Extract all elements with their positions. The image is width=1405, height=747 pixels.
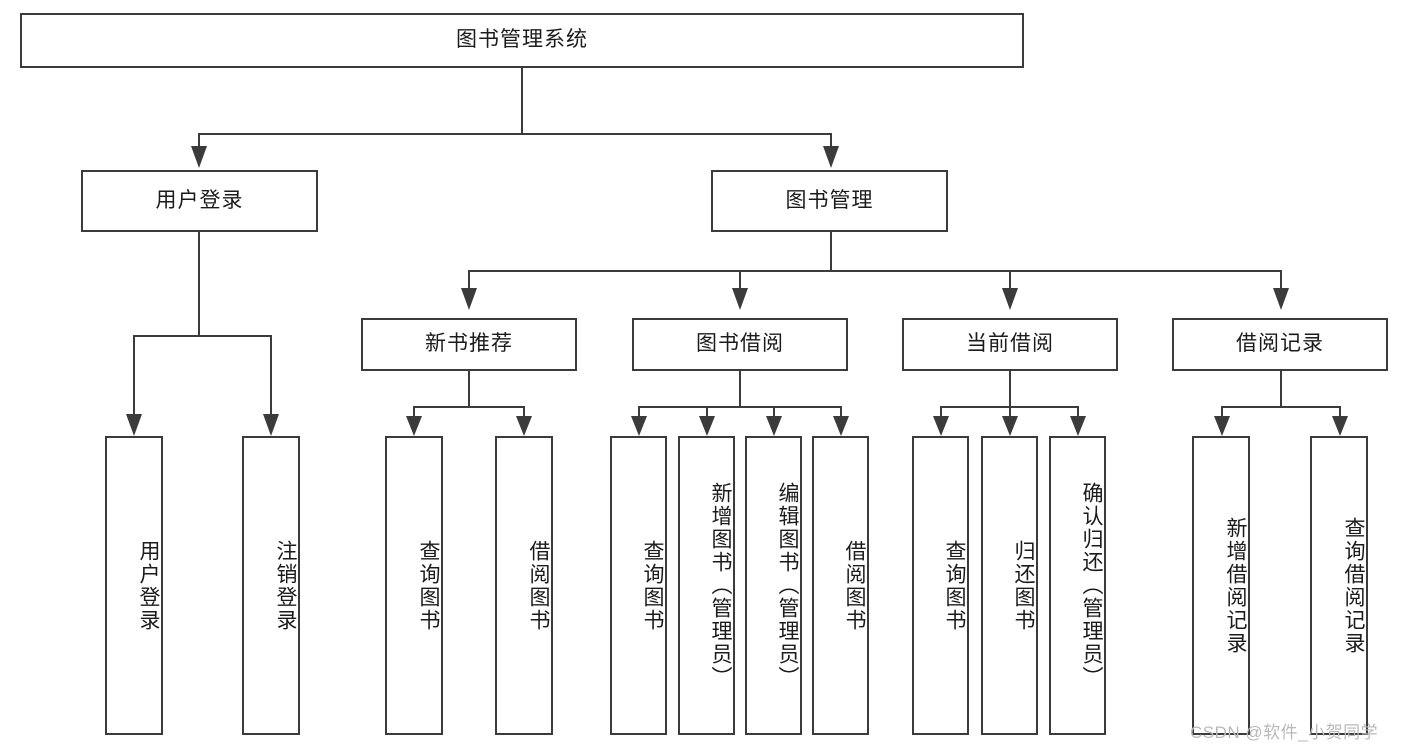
arrowhead-leaf-query-book-3 — [933, 416, 949, 436]
arrowhead-leaf-borrow-book-2 — [833, 416, 849, 436]
node-book-borrow[interactable]: 图书借阅 — [632, 318, 848, 371]
node-new-book-recommend-label: 新书推荐 — [425, 332, 513, 356]
arrowhead-leaf-add-record — [1214, 416, 1230, 436]
node-leaf-confirm-return[interactable]: 确认归还（管理员） — [1049, 436, 1106, 735]
arrowhead-user-login — [191, 146, 207, 168]
node-user-login-label: 用户登录 — [155, 188, 244, 212]
node-new-book-recommend[interactable]: 新书推荐 — [361, 318, 577, 371]
edge-book-manage-fanbar — [468, 270, 1282, 272]
arrowhead-borrow-record — [1273, 288, 1289, 310]
node-borrow-record-label: 借阅记录 — [1236, 332, 1324, 356]
node-root[interactable]: 图书管理系统 — [20, 13, 1024, 68]
edge-user-login-stem — [198, 232, 200, 336]
arrowhead-leaf-query-record — [1332, 416, 1348, 436]
node-leaf-return-book[interactable]: 归还图书 — [981, 436, 1038, 735]
edge-bb-branch-2 — [706, 406, 708, 420]
node-leaf-query-book-3[interactable]: 查询图书 — [912, 436, 969, 735]
arrowhead-leaf-add-book — [699, 416, 715, 436]
node-leaf-borrow-book-1-label: 借阅图书 — [527, 539, 550, 632]
node-leaf-query-book-2[interactable]: 查询图书 — [610, 436, 667, 735]
node-leaf-add-book[interactable]: 新增图书（管理员） — [678, 436, 735, 735]
edge-nbr-branch-1 — [413, 406, 415, 420]
edge-book-manage-branch-3 — [1009, 270, 1011, 292]
edge-root-stem — [521, 68, 523, 134]
node-leaf-add-book-label: 新增图书（管理员） — [709, 482, 732, 689]
node-book-manage-label: 图书管理 — [785, 188, 874, 212]
node-borrow-record[interactable]: 借阅记录 — [1172, 318, 1388, 371]
edge-book-manage-branch-4 — [1280, 270, 1282, 292]
arrowhead-leaf-confirm-return — [1070, 416, 1086, 436]
node-leaf-edit-book[interactable]: 编辑图书（管理员） — [745, 436, 802, 735]
arrowhead-leaf-user-login — [126, 414, 142, 436]
node-leaf-user-logout[interactable]: 注销登录 — [242, 436, 300, 735]
node-book-manage[interactable]: 图书管理 — [711, 170, 948, 232]
edge-book-manage-branch-2 — [739, 270, 741, 292]
edge-user-login-branch-2 — [270, 335, 272, 420]
node-leaf-user-login[interactable]: 用户登录 — [105, 436, 163, 735]
arrowhead-current-borrow — [1002, 288, 1018, 310]
edge-cb-branch-2 — [1009, 406, 1011, 420]
node-leaf-user-login-label: 用户登录 — [137, 539, 160, 632]
node-leaf-query-book-1-label: 查询图书 — [417, 539, 440, 632]
node-leaf-borrow-book-2[interactable]: 借阅图书 — [812, 436, 869, 735]
node-user-login[interactable]: 用户登录 — [81, 170, 318, 232]
edge-bb-branch-1 — [638, 406, 640, 420]
node-leaf-return-book-label: 归还图书 — [1012, 539, 1035, 632]
arrowhead-leaf-user-logout — [263, 414, 279, 436]
edge-br-branch-2 — [1339, 406, 1341, 420]
node-leaf-edit-book-label: 编辑图书（管理员） — [776, 482, 799, 689]
edge-nbr-branch-2 — [523, 406, 525, 420]
node-leaf-borrow-book-1[interactable]: 借阅图书 — [495, 436, 553, 735]
arrowhead-leaf-borrow-book-1 — [516, 416, 532, 436]
edge-new-book-recommend-fanbar — [413, 406, 524, 408]
node-leaf-query-record[interactable]: 查询借阅记录 — [1310, 436, 1368, 735]
arrowhead-leaf-edit-book — [766, 416, 782, 436]
edge-book-manage-stem — [830, 232, 832, 272]
edge-borrow-record-fanbar — [1221, 406, 1340, 408]
edge-new-book-recommend-stem — [468, 371, 470, 408]
edge-root-to-user-login — [198, 133, 200, 156]
node-leaf-query-record-label: 查询借阅记录 — [1342, 516, 1365, 655]
node-current-borrow-label: 当前借阅 — [966, 332, 1054, 356]
node-leaf-user-logout-label: 注销登录 — [274, 539, 297, 632]
arrowhead-leaf-query-book-2 — [631, 416, 647, 436]
node-root-label: 图书管理系统 — [456, 28, 588, 52]
arrowhead-leaf-query-book-1 — [406, 416, 422, 436]
node-book-borrow-label: 图书借阅 — [696, 332, 784, 356]
edge-book-borrow-stem — [739, 371, 741, 408]
edge-cb-branch-1 — [940, 406, 942, 420]
edge-user-login-branch-1 — [133, 335, 135, 420]
watermark-text: CSDN @软件_小贺同学 — [1190, 723, 1379, 742]
node-current-borrow[interactable]: 当前借阅 — [902, 318, 1118, 371]
edge-user-login-fanbar — [133, 335, 270, 337]
node-leaf-borrow-book-2-label: 借阅图书 — [843, 539, 866, 632]
edge-current-borrow-stem — [1009, 371, 1011, 408]
edge-book-manage-branch-1 — [468, 270, 470, 292]
edge-root-fanbar — [198, 133, 832, 135]
arrowhead-book-borrow — [732, 288, 748, 310]
edge-cb-branch-3 — [1077, 406, 1079, 420]
edge-br-branch-1 — [1221, 406, 1223, 420]
node-leaf-query-book-1[interactable]: 查询图书 — [385, 436, 443, 735]
edge-borrow-record-stem — [1280, 371, 1282, 408]
node-leaf-add-record[interactable]: 新增借阅记录 — [1192, 436, 1250, 735]
node-leaf-add-record-label: 新增借阅记录 — [1224, 516, 1247, 655]
edge-bb-branch-4 — [840, 406, 842, 420]
edge-root-to-book-manage — [830, 133, 832, 156]
arrowhead-leaf-return-book — [1002, 416, 1018, 436]
node-leaf-confirm-return-label: 确认归还（管理员） — [1080, 482, 1103, 689]
edge-book-borrow-fanbar — [638, 406, 841, 408]
node-leaf-query-book-2-label: 查询图书 — [641, 539, 664, 632]
node-leaf-query-book-3-label: 查询图书 — [943, 539, 966, 632]
arrowhead-new-book-recommend — [461, 288, 477, 310]
arrowhead-book-manage — [823, 146, 839, 168]
edge-bb-branch-3 — [773, 406, 775, 420]
